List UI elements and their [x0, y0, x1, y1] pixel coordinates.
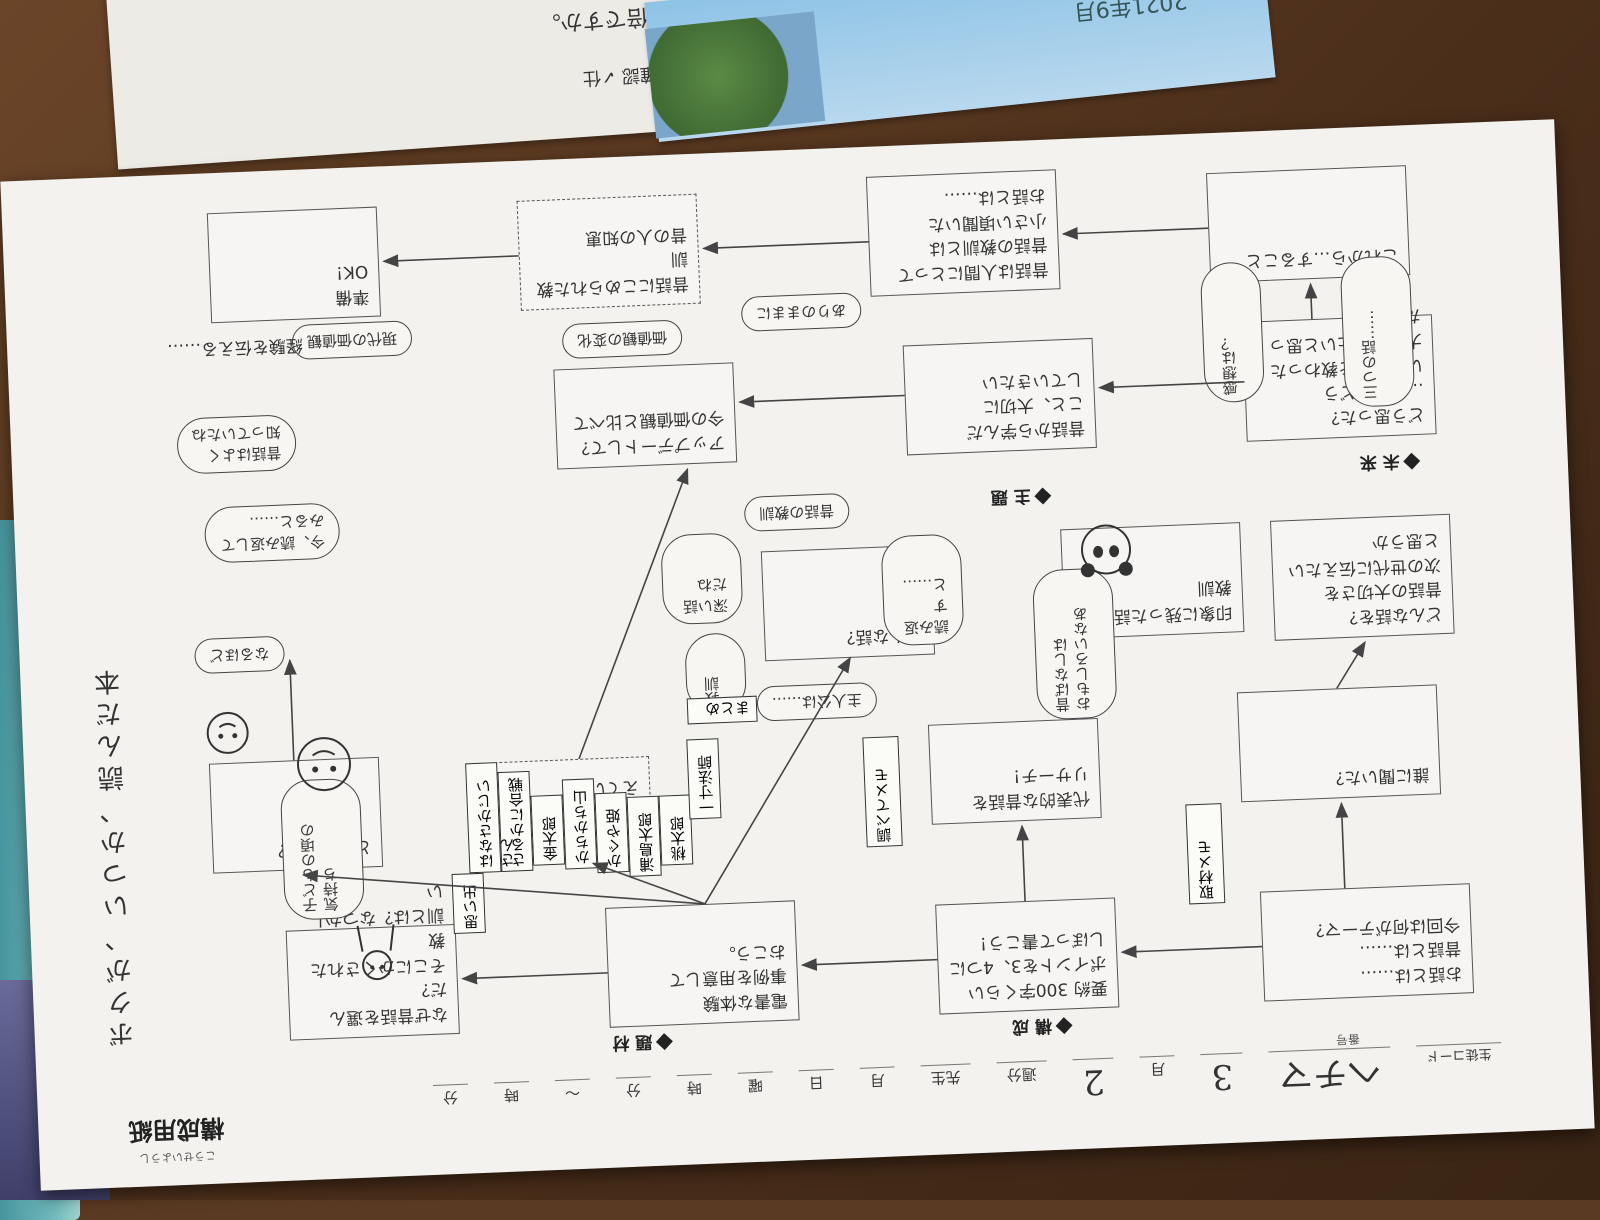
worksheet-measure: 40cm — [396, 0, 459, 5]
calendar-text: 2021年9月 — [1072, 0, 1189, 24]
composition-sheet: 生徒コード ヘチマ 3 月 2 週分 先生 月 日 曜 時 分 〜 時 分 こう… — [0, 119, 1595, 1191]
worksheet-check: 確認 ✓仕 — [582, 62, 659, 89]
connector-arrows — [283, 227, 1366, 985]
sheet-content-upside-down: 生徒コード ヘチマ 3 月 2 週分 先生 月 日 曜 時 分 〜 時 分 こう… — [0, 119, 1594, 1191]
face-doodle-icon — [296, 737, 351, 792]
panda-doodle-icon — [1080, 524, 1133, 578]
figure-doodle-icon — [356, 924, 395, 981]
map-image — [644, 11, 826, 139]
smile-doodle-icon — [206, 711, 249, 754]
